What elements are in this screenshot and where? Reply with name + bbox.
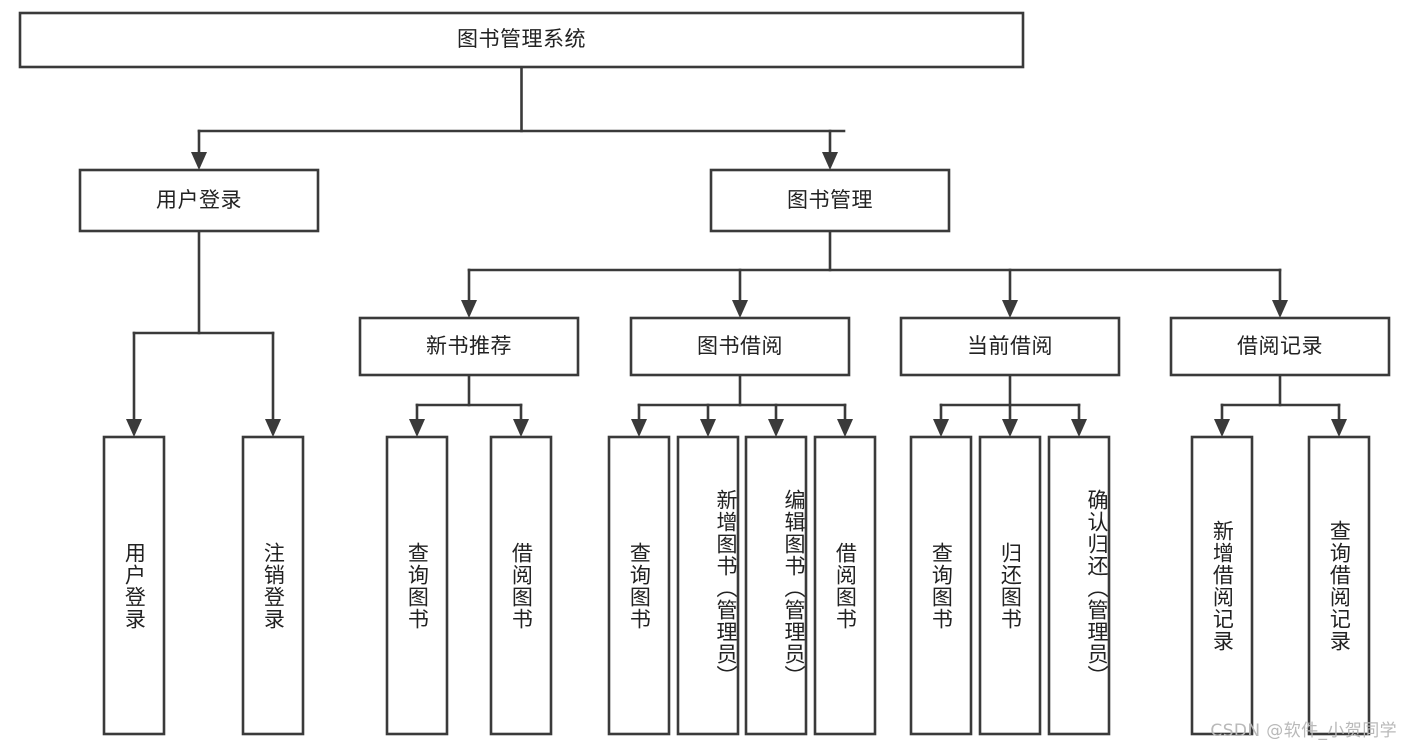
node-box-new-book-recommend[interactable] [358,316,580,377]
connector-root-to-level2 [191,65,846,170]
connector-borrow-record-to-leaves [1214,373,1347,437]
connector-new-book-recommend-to-leaves [409,373,529,437]
leaf-box-book-borrow-2[interactable] [744,435,808,736]
leaf-box-current-borrow-0[interactable] [909,435,973,736]
leaf-box-user-login-1[interactable] [241,435,305,736]
node-box-book-management[interactable] [709,168,951,233]
node-box-root[interactable] [18,11,1025,69]
leaf-box-user-login-0[interactable] [102,435,166,736]
leaf-box-current-borrow-2[interactable] [1047,435,1111,736]
node-box-current-borrow[interactable] [899,316,1121,377]
connector-user-login-to-leaves [126,229,281,437]
leaf-box-new-book-recommend-1[interactable] [489,435,553,736]
leaf-box-borrow-record-0[interactable] [1190,435,1254,736]
leaf-box-book-borrow-0[interactable] [607,435,671,736]
connector-book-borrow-to-leaves [631,373,853,437]
leaf-box-current-borrow-1[interactable] [978,435,1042,736]
node-box-borrow-record[interactable] [1169,316,1391,377]
leaf-box-borrow-record-1[interactable] [1307,435,1371,736]
connector-book-management-to-level3 [461,229,1288,318]
leaf-box-book-borrow-1[interactable] [676,435,740,736]
leaf-box-new-book-recommend-0[interactable] [385,435,449,736]
node-box-book-borrow[interactable] [629,316,851,377]
node-box-user-login[interactable] [78,168,320,233]
connector-current-borrow-to-leaves [933,373,1087,437]
leaf-box-book-borrow-3[interactable] [813,435,877,736]
